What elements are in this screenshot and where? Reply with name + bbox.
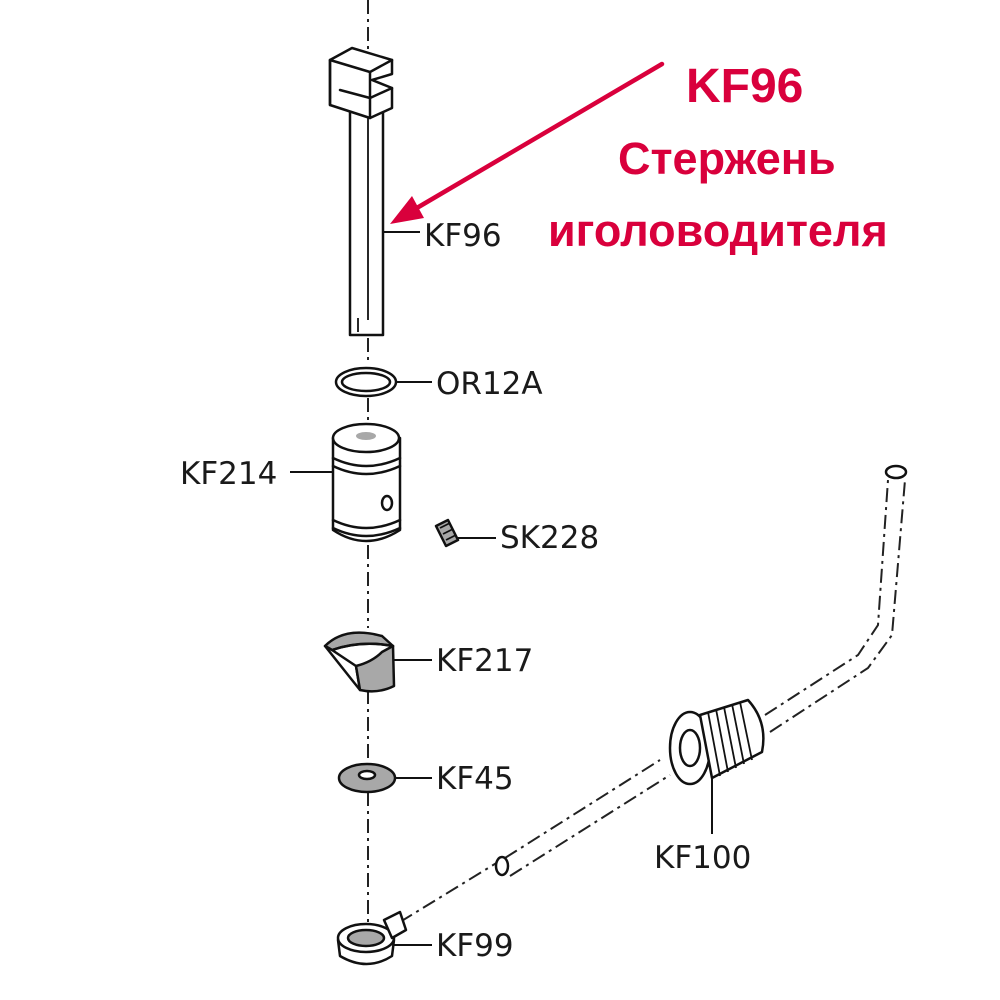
shield-kf217 (323, 631, 396, 693)
tube-axis (399, 479, 906, 923)
o-ring-or12a (334, 366, 398, 398)
label-kf217: KF217 (436, 643, 533, 679)
callout-line2: иголоводителя (548, 205, 888, 256)
label-kf96: KF96 (424, 218, 502, 254)
label-sk228: SK228 (500, 520, 599, 556)
label-kf214: KF214 (180, 456, 277, 492)
cylinder-kf214 (331, 422, 402, 543)
needle-bar-kf96 (328, 46, 394, 337)
label-kf100: KF100 (654, 840, 751, 876)
fitting-kf99 (336, 910, 408, 966)
set-screw-sk228 (434, 518, 460, 548)
leader-lines (290, 231, 713, 946)
tube-kf100 (494, 464, 908, 877)
label-kf45: KF45 (436, 761, 514, 797)
callout-line1: Стержень (618, 133, 836, 184)
callout-code: KF96 (686, 60, 803, 113)
callout-arrow (390, 61, 665, 224)
washer-kf45 (337, 762, 397, 794)
label-or12a: OR12A (436, 366, 543, 402)
label-kf99: KF99 (436, 928, 514, 964)
